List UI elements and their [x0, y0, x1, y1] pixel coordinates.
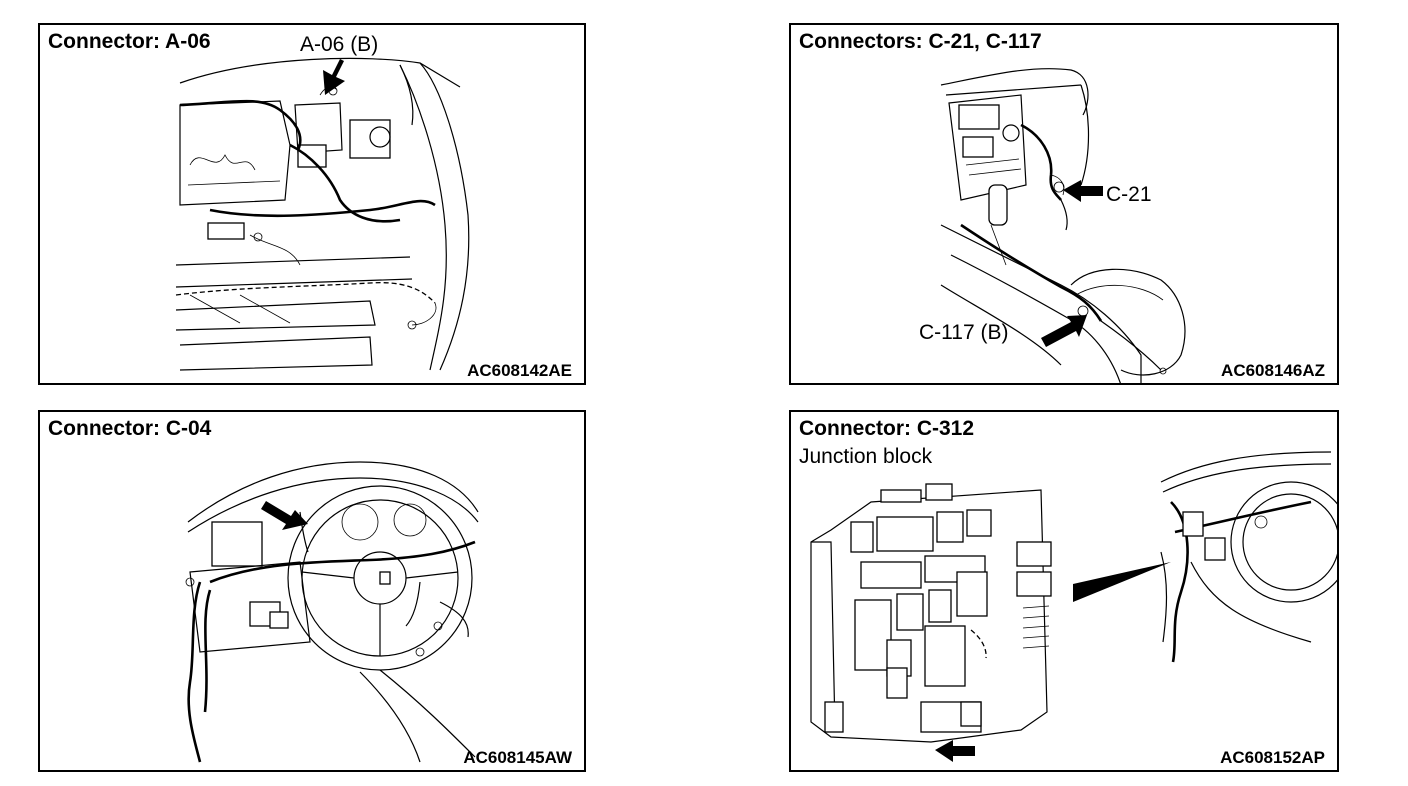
panel-title: Connector: A-06 — [48, 30, 211, 53]
callout-label: A-06 (B) — [300, 33, 379, 56]
figure-code: AC608142AE — [467, 361, 572, 380]
panel-title: Connector: C-312 — [799, 417, 975, 440]
figure-code: AC608145AW — [463, 748, 572, 767]
arrow-icon — [323, 59, 345, 95]
engine-bay-illustration — [175, 57, 470, 371]
diagram-panel-c21-c117: Connectors: C-21, C-117 C-21 C-117 (B) A… — [789, 23, 1339, 385]
arrow-icon — [261, 501, 308, 530]
diagram-panel-c312: Connector: C-312 Junction block AC608152… — [789, 410, 1339, 772]
callout-label: C-21 — [1106, 183, 1152, 206]
panel-title: Connectors: C-21, C-117 — [799, 30, 1042, 53]
diagram-panel-a06: Connector: A-06 A-06 (B) AC608142AE — [38, 23, 586, 385]
console-illustration — [940, 68, 1186, 383]
figure-code: AC608152AP — [1220, 748, 1325, 767]
callout-label: C-117 (B) — [919, 321, 1009, 344]
diagram-panel-c04: Connector: C-04 AC608145AW — [38, 410, 586, 772]
panel-subtitle: Junction block — [799, 445, 933, 468]
arrow-icon — [1041, 315, 1087, 347]
figure-code: AC608146AZ — [1221, 361, 1325, 380]
instrument-panel-illustration — [185, 461, 479, 763]
arrow-icon — [935, 740, 975, 762]
junction-block-illustration — [810, 451, 1337, 762]
panel-title: Connector: C-04 — [48, 417, 212, 440]
arrow-icon — [1063, 180, 1103, 202]
